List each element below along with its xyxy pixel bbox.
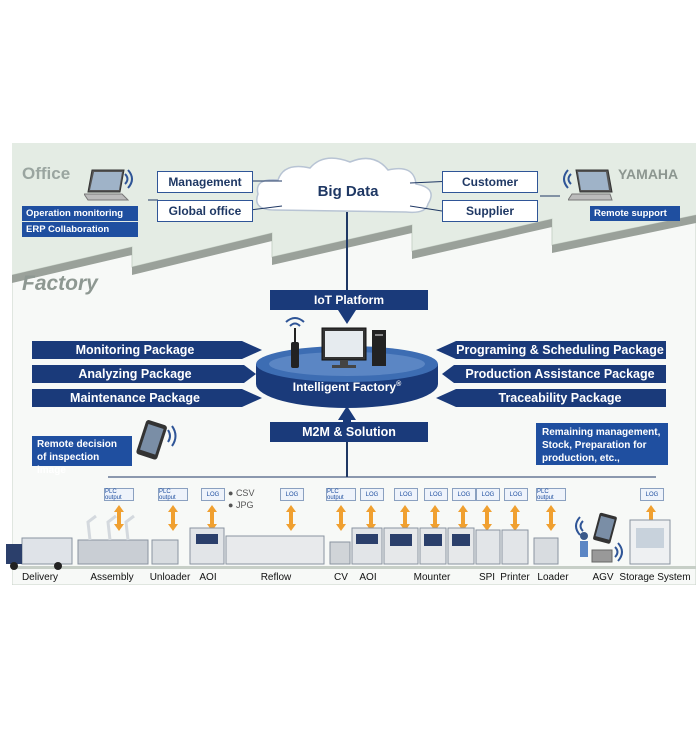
log-tag: LOG <box>201 488 225 501</box>
remote-decision-box: Remote decision of inspection image <box>32 436 132 476</box>
big-data-title: Big Data <box>317 183 379 200</box>
wireless-signal-icon <box>124 169 133 189</box>
jpg-label: ● JPG <box>228 500 254 510</box>
tablet-icon <box>136 420 177 460</box>
plc-output-tag: PLC output <box>158 488 188 501</box>
wireless-signal-icon <box>614 542 623 562</box>
station-agv: AGV <box>592 572 614 583</box>
yamaha-title: YAMAHA <box>618 166 679 182</box>
analyzing-package: Analyzing Package <box>78 367 192 381</box>
intelligent-factory-label: Intelligent Factory® <box>270 380 424 394</box>
log-tag: LOG <box>476 488 500 501</box>
log-tag: LOG <box>394 488 418 501</box>
laptop-icon <box>568 169 613 201</box>
csv-text: CSV <box>235 488 255 498</box>
operation-monitoring-label: Operation monitoring <box>22 206 138 221</box>
wireless-signal-icon <box>563 169 572 189</box>
log-tag: LOG <box>504 488 528 501</box>
wireless-signal-icon <box>575 516 584 536</box>
wireless-router-icon <box>285 317 305 368</box>
traceability-package: Traceability Package <box>498 391 622 405</box>
csv-label: ● CSV <box>228 488 255 498</box>
production-assistance-package: Production Assistance Package <box>465 367 655 381</box>
log-tag: LOG <box>360 488 384 501</box>
jpg-text: JPG <box>235 500 254 510</box>
office-section: Office Operation monitoring ERP Collabor… <box>18 160 148 240</box>
agv-tablet-icon <box>593 512 617 544</box>
cloud-icon <box>256 157 432 214</box>
plc-output-tag: PLC output <box>104 488 134 501</box>
station-unloader: Unloader <box>149 572 191 583</box>
station-storage-system: Storage System <box>619 572 691 583</box>
computer-icon <box>321 327 386 368</box>
customer-box: Customer <box>442 171 538 193</box>
global-office-box: Global office <box>157 200 253 222</box>
station-spi: SPI <box>478 572 496 583</box>
erp-collaboration-label: ERP Collaboration <box>22 222 138 237</box>
monitoring-package: Monitoring Package <box>75 343 195 357</box>
yamaha-section: YAMAHA Remote support <box>556 160 686 224</box>
m2m-solution-box: M2M & Solution <box>270 422 428 442</box>
programing-scheduling-package: Programing & Scheduling Package <box>456 343 664 357</box>
station-cv: CV <box>334 572 348 583</box>
station-aoi: AOI <box>199 572 217 583</box>
management-box: Management <box>157 171 253 193</box>
office-title: Office <box>22 164 71 183</box>
laptop-icon <box>84 169 130 201</box>
left-package-arrows <box>32 341 262 407</box>
remote-support-label: Remote support <box>590 206 680 221</box>
right-package-arrows <box>436 341 666 407</box>
factory-title: Factory <box>22 272 98 295</box>
station-mounter: Mounter <box>413 572 451 583</box>
intelligent-factory-text: Intelligent Factory <box>292 380 397 394</box>
station-assembly: Assembly <box>90 572 134 583</box>
log-tag: LOG <box>424 488 448 501</box>
log-tag: LOG <box>452 488 476 501</box>
station-reflow: Reflow <box>260 572 292 583</box>
log-tag: LOG <box>280 488 304 501</box>
supplier-box: Supplier <box>442 200 538 222</box>
log-tag: LOG <box>640 488 664 501</box>
station-loader: Loader <box>537 572 569 583</box>
remaining-management-box: Remaining management, Stock, Preparation… <box>536 423 668 465</box>
iot-platform-box: IoT Platform <box>270 290 428 310</box>
station-aoi-2: AOI <box>359 572 377 583</box>
station-printer: Printer <box>500 572 530 583</box>
maintenance-package: Maintenance Package <box>70 391 200 405</box>
plc-output-tag: PLC output <box>326 488 356 501</box>
station-delivery: Delivery <box>21 572 59 583</box>
registered-mark: ® <box>396 381 402 388</box>
plc-output-tag: PLC output <box>536 488 566 501</box>
